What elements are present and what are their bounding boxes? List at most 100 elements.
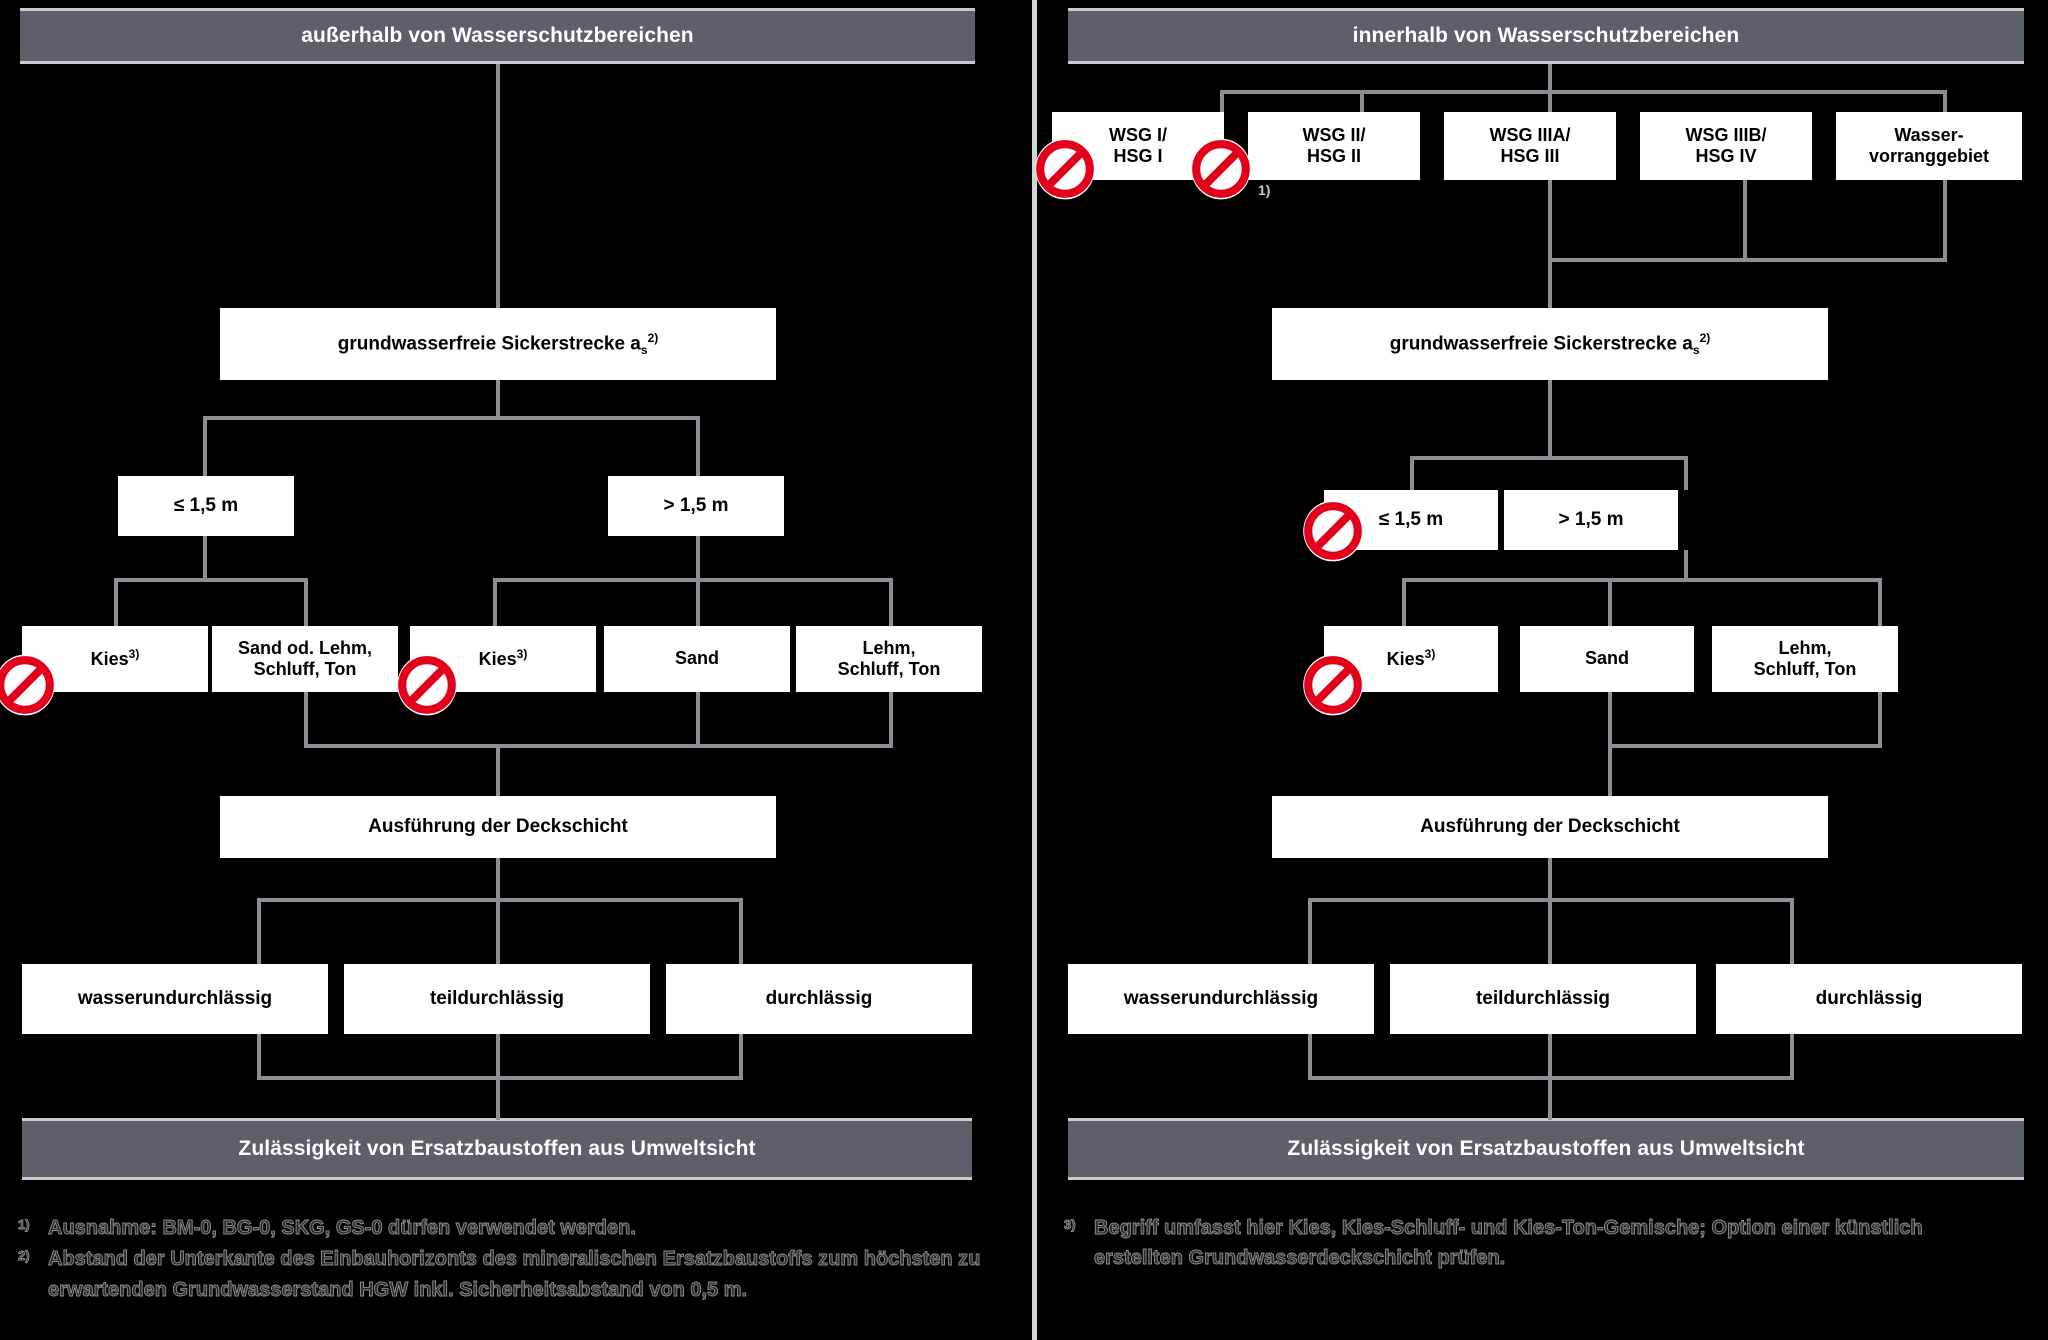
- connector-right-mat-bus: [1402, 578, 1882, 582]
- connector-right-depth-1: [1410, 456, 1414, 490]
- right-material-label-2: Sand: [1584, 648, 1629, 669]
- connector-right-mat-3: [1878, 578, 1882, 626]
- connector-left-mat-b2: [696, 578, 700, 626]
- right-zone-label-4b: HSG IV: [1695, 146, 1757, 166]
- right-depth-box-2: > 1,5 m: [1504, 490, 1678, 550]
- footnote-text: Begriff umfasst hier Kies, Kies-Schluff-…: [1094, 1217, 1924, 1270]
- right-deckschicht-label: Ausführung der Deckschicht: [1420, 815, 1680, 837]
- connector-right-zmerge-3: [1548, 180, 1552, 260]
- left-material-label-2b: Schluff, Ton: [253, 659, 357, 679]
- connector-left-foot-down: [496, 1076, 500, 1120]
- right-material-box-2: Sand: [1520, 626, 1694, 692]
- right-material-box-3: Lehm, Schluff, Ton: [1712, 626, 1898, 692]
- right-zone-label-2a: WSG II/: [1302, 124, 1366, 145]
- footnote-item: 3) Begriff umfasst hier Kies, Kies-Schlu…: [1064, 1213, 1994, 1274]
- connector-right-deck-down: [1548, 858, 1552, 900]
- left-seepage-box: grundwasserfreie Sickerstrecke as2): [220, 308, 776, 380]
- right-zone-box-3: WSG IIIA/ HSG III: [1444, 112, 1616, 180]
- connector-right-zone-bus: [1220, 90, 1947, 94]
- connector-left-d1-down: [203, 536, 207, 580]
- connector-left-mat-a1: [114, 578, 118, 626]
- right-permeability-box-1: wasserundurchlässig: [1068, 964, 1374, 1034]
- right-material-label-1: Kies3): [1386, 647, 1436, 670]
- connector-right-depth-bus: [1410, 456, 1688, 460]
- footnote-item: 1) Ausnahme: BM-0, BG-0, SKG, GS-0 dürfe…: [18, 1213, 1008, 1243]
- right-permeability-box-3: durchlässig: [1716, 964, 2022, 1034]
- connector-left-merge-3: [889, 692, 893, 746]
- right-zone-label-5b: vorranggebiet: [1868, 146, 1990, 166]
- right-zone-label-2b: HSG II: [1306, 146, 1361, 166]
- right-zone-box-5: Wasser- vorranggebiet: [1836, 112, 2022, 180]
- connector-right-perm-3: [1790, 898, 1794, 976]
- connector-right-zmerge-4: [1743, 180, 1747, 260]
- connector-left-foot-2: [496, 1034, 500, 1078]
- prohibition-icon-right-zone-1: [1034, 138, 1096, 200]
- connector-left-depth-2: [696, 416, 700, 476]
- right-permeability-label-3: durchlässig: [1815, 987, 1923, 1009]
- connector-left-mat-b3: [889, 578, 893, 626]
- connector-right-merge-3: [1878, 692, 1882, 746]
- connector-right-mat-1: [1402, 578, 1406, 626]
- connector-right-merge-down: [1608, 744, 1612, 798]
- right-zone-footnote-marker: 1): [1258, 182, 1271, 198]
- connector-left-merge-down: [496, 744, 500, 798]
- panel-outside-water-protection: außerhalb von Wasserschutzbereichen grun…: [0, 8, 1008, 1301]
- left-header-banner: außerhalb von Wasserschutzbereichen: [20, 8, 975, 64]
- right-depth-label-1: ≤ 1,5 m: [1378, 508, 1444, 530]
- footnote-number: 3): [1064, 1217, 1076, 1233]
- left-depth-label-2: > 1,5 m: [663, 494, 729, 516]
- left-material-label-2a: Sand od. Lehm,: [237, 637, 372, 658]
- connector-left-mat-a2: [304, 578, 308, 626]
- right-depth-label-2: > 1,5 m: [1558, 508, 1624, 530]
- connector-left-foot-bus: [257, 1076, 743, 1080]
- connector-left-mat-b1: [493, 578, 497, 626]
- left-permeability-label-3: durchlässig: [765, 987, 873, 1009]
- connector-right-zone-1: [1220, 90, 1224, 112]
- right-footnotes: 3) Begriff umfasst hier Kies, Kies-Schlu…: [1064, 1213, 1994, 1275]
- left-material-label-4: Sand: [674, 648, 719, 669]
- prohibition-icon-right-mat-1: [1302, 654, 1364, 716]
- connector-left-perm-bus: [257, 898, 743, 902]
- left-depth-label-1: ≤ 1,5 m: [173, 494, 239, 516]
- connector-left-deck-down: [496, 858, 500, 900]
- panel-inside-water-protection: innerhalb von Wasserschutzbereichen WSG …: [1035, 0, 2048, 1340]
- right-zone-label-4a: WSG IIIB/: [1685, 124, 1767, 145]
- connector-left-perm-3: [739, 898, 743, 976]
- left-material-label-3: Kies3): [478, 647, 528, 670]
- panel-divider: [1032, 0, 1037, 1340]
- connector-left-merge-2: [696, 692, 700, 746]
- connector-right-merge-2: [1608, 692, 1612, 746]
- right-zone-label-3b: HSG III: [1500, 146, 1560, 166]
- right-footer-banner: Zulässigkeit von Ersatzbaustoffen aus Um…: [1068, 1118, 2024, 1180]
- left-material-box-5: Lehm, Schluff, Ton: [796, 626, 982, 692]
- left-footer-title: Zulässigkeit von Ersatzbaustoffen aus Um…: [238, 1137, 756, 1160]
- left-seepage-label: grundwasserfreie Sickerstrecke as2): [337, 330, 659, 357]
- connector-left-merge-1: [304, 692, 308, 746]
- right-deckschicht-box: Ausführung der Deckschicht: [1272, 796, 1828, 858]
- connector-right-header-down: [1548, 64, 1552, 92]
- connector-right-zone-3: [1548, 90, 1552, 112]
- right-zone-label-1a: WSG I/: [1109, 124, 1167, 145]
- connector-left-d2-down: [696, 536, 700, 580]
- connector-right-zone-2: [1360, 90, 1364, 112]
- left-permeability-box-2: teildurchlässig: [344, 964, 650, 1034]
- right-permeability-box-2: teildurchlässig: [1390, 964, 1696, 1034]
- connector-right-mat-2: [1608, 578, 1612, 626]
- right-zone-label-5a: Wasser-: [1894, 124, 1964, 145]
- left-deckschicht-box: Ausführung der Deckschicht: [220, 796, 776, 858]
- prohibition-icon-left-mat-3: [396, 654, 458, 716]
- prohibition-icon-right-zone-2: [1190, 138, 1252, 200]
- left-material-label-1: Kies3): [90, 647, 140, 670]
- left-permeability-box-1: wasserundurchlässig: [22, 964, 328, 1034]
- right-footer-title: Zulässigkeit von Ersatzbaustoffen aus Um…: [1287, 1137, 1805, 1160]
- right-permeability-label-1: wasserundurchlässig: [1123, 987, 1319, 1009]
- connector-left-mat-bus-a: [114, 578, 308, 582]
- connector-right-seepage-down: [1548, 380, 1552, 458]
- left-permeability-box-3: durchlässig: [666, 964, 972, 1034]
- footnote-text: Ausnahme: BM-0, BG-0, SKG, GS-0 dürfen v…: [48, 1217, 637, 1240]
- left-material-label-5a: Lehm,: [862, 637, 916, 658]
- right-material-label-3b: Schluff, Ton: [1753, 659, 1857, 679]
- right-zone-label-1b: HSG I: [1113, 146, 1163, 166]
- right-zone-box-2: WSG II/ HSG II: [1248, 112, 1420, 180]
